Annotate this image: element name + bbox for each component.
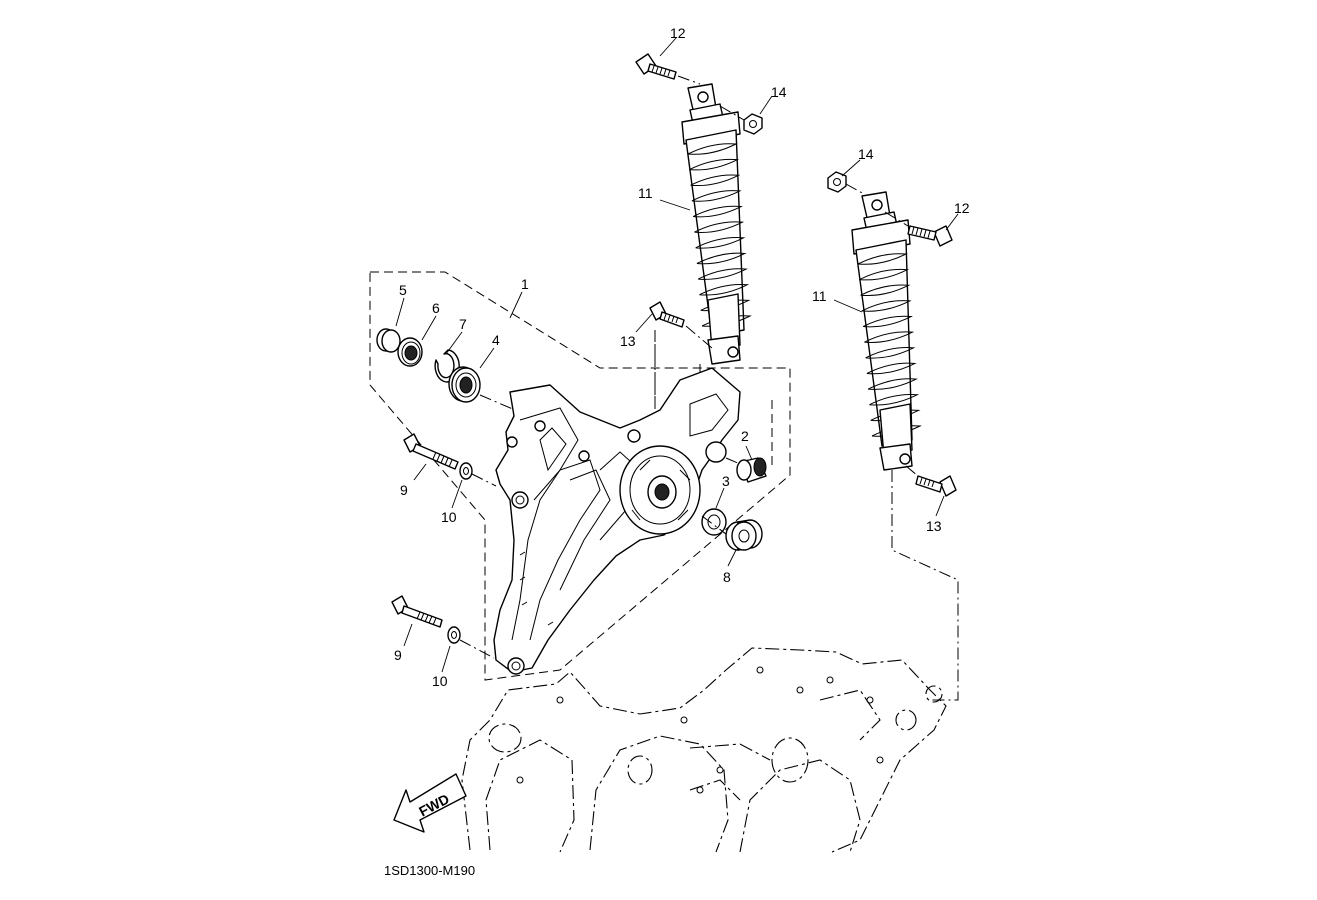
- spring-coil: [691, 190, 742, 202]
- washer-10-lower: [447, 626, 495, 659]
- nut-14-right: [827, 171, 865, 195]
- rear-arm-1: [493, 367, 741, 675]
- spring-coil: [866, 362, 917, 375]
- washer-3: [701, 508, 727, 536]
- collar-2: [736, 457, 767, 483]
- bolt-9-lower: [391, 595, 443, 628]
- collar-5: [376, 328, 401, 353]
- bolt-13-left: [649, 301, 713, 349]
- callout-10-upper: 10: [441, 509, 457, 525]
- callout-7: 7: [459, 316, 467, 332]
- spring-coil: [689, 158, 740, 171]
- spring-coil: [690, 174, 741, 187]
- spring-coil: [860, 284, 911, 297]
- rear-shock-absorber-right: [851, 191, 922, 471]
- bearing-4: [448, 366, 481, 403]
- spring-coil: [696, 252, 747, 265]
- callout-6: 6: [432, 300, 440, 316]
- callout-10-lower: 10: [432, 673, 448, 689]
- callout-9-upper: 9: [400, 482, 408, 498]
- callout-2: 2: [741, 428, 749, 444]
- spring-coil: [857, 253, 908, 265]
- assembly-outline-inner: [654, 330, 773, 470]
- guide-washer-3: [701, 515, 727, 535]
- spring-coil: [697, 268, 749, 280]
- guide-line-right: [891, 470, 959, 701]
- spring-coil: [859, 268, 910, 281]
- callout-12-left: 12: [670, 25, 686, 41]
- callout-11-left: 11: [638, 185, 653, 201]
- callout-9-lower: 9: [394, 647, 402, 663]
- spring-coil: [865, 347, 916, 359]
- leader-lines: [395, 37, 959, 673]
- callout-13-right: 13: [926, 518, 942, 534]
- diagram-code: 1SD1300-M190: [384, 863, 475, 878]
- callout-numbers: 1 5 6 7 4 2 3 8 9 10 9 10 11 11 12 12 13…: [394, 25, 970, 689]
- spring-coil: [869, 393, 920, 406]
- spring-coil: [862, 315, 913, 328]
- oil-seal-6: [397, 337, 423, 367]
- bolt-9-upper: [403, 433, 459, 470]
- spring-coil: [864, 331, 915, 343]
- spring-coil: [687, 143, 738, 155]
- callout-8: 8: [723, 569, 731, 585]
- callout-14-left: 14: [771, 84, 787, 100]
- callout-5: 5: [399, 282, 407, 298]
- forward-direction-arrow: FWD: [393, 773, 467, 833]
- spring-coil: [695, 237, 746, 249]
- spring-coil: [867, 378, 919, 390]
- rear-shock-absorber-left: [681, 83, 752, 365]
- spring-coil: [692, 205, 743, 218]
- callout-12-right: 12: [954, 200, 970, 216]
- bolt-12-left: [635, 53, 701, 85]
- guide-collar-2: [725, 457, 741, 465]
- callout-4: 4: [492, 332, 500, 348]
- washer-10-upper: [459, 462, 497, 487]
- bolt-13-right: [905, 465, 957, 497]
- bolt-12-right: [884, 211, 953, 247]
- crankcase-outline: [461, 647, 947, 853]
- guide-bearing: [479, 394, 516, 411]
- callout-1: 1: [521, 276, 529, 292]
- spring-coil: [699, 283, 750, 296]
- spring-coil: [694, 221, 745, 233]
- callout-11-right: 11: [812, 288, 827, 304]
- callout-14-right: 14: [858, 146, 874, 162]
- collar-8: [725, 519, 763, 551]
- callout-3: 3: [722, 473, 730, 489]
- spring-coil: [861, 300, 912, 312]
- nut-14-left: [719, 105, 763, 135]
- callout-13-left: 13: [620, 333, 636, 349]
